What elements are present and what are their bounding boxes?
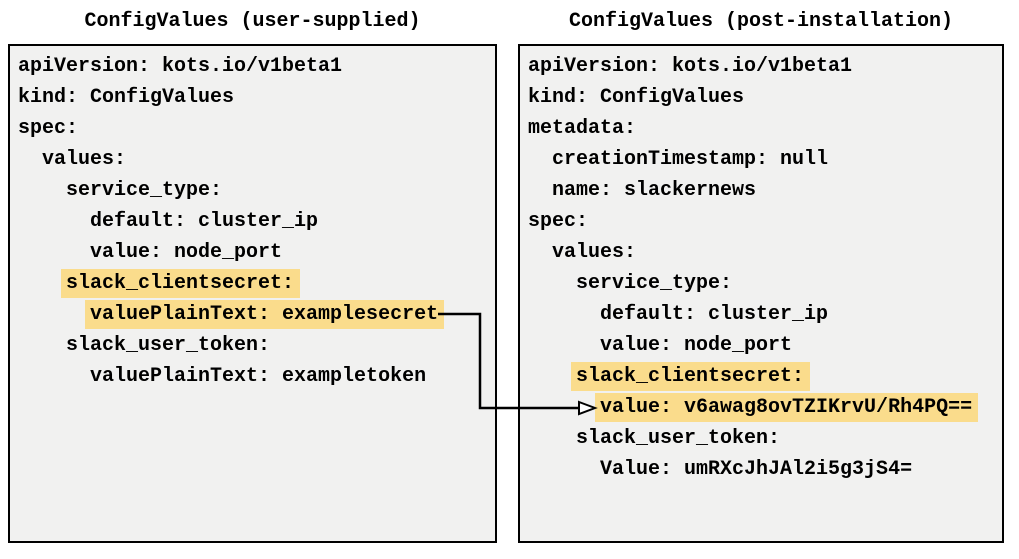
yaml-text: kind: ConfigValues [18, 86, 235, 109]
yaml-text: spec: [18, 117, 79, 140]
yaml-line: Value: umRXcJhJAl2i5g3jS4= [528, 454, 994, 485]
yaml-indent [528, 458, 600, 481]
yaml-text: values: [42, 148, 127, 171]
yaml-text: apiVersion: kots.io/v1beta1 [528, 55, 853, 78]
yaml-line: kind: ConfigValues [528, 82, 994, 113]
yaml-text: valuePlainText: exampletoken [90, 365, 427, 388]
yaml-text: creationTimestamp: null [552, 148, 829, 171]
yaml-text: slack_user_token: [576, 427, 781, 450]
yaml-indent [18, 334, 66, 357]
yaml-line: slack_user_token: [528, 423, 994, 454]
yaml-line-highlighted: valuePlainText: examplesecret [18, 299, 487, 330]
yaml-line-highlighted: value: v6awag8ovTZIKrvU/Rh4PQ== [528, 392, 994, 423]
yaml-line: value: node_port [528, 330, 994, 361]
right-panel-title: ConfigValues (post-installation) [568, 10, 954, 33]
yaml-text-highlight: slack_clientsecret: [571, 362, 811, 391]
yaml-text: default: cluster_ip [90, 210, 319, 233]
yaml-line: default: cluster_ip [528, 299, 994, 330]
yaml-line: values: [18, 144, 487, 175]
yaml-text: values: [552, 241, 637, 264]
yaml-indent [528, 396, 600, 419]
yaml-text: Value: umRXcJhJAl2i5g3jS4= [600, 458, 913, 481]
yaml-text-highlight: valuePlainText: examplesecret [85, 300, 445, 329]
yaml-indent [18, 365, 90, 388]
yaml-line: metadata: [528, 113, 994, 144]
yaml-line: value: node_port [18, 237, 487, 268]
yaml-text: name: slackernews [552, 179, 757, 202]
yaml-line-highlighted: slack_clientsecret: [528, 361, 994, 392]
yaml-indent [18, 303, 90, 326]
yaml-line: creationTimestamp: null [528, 144, 994, 175]
yaml-indent [18, 210, 90, 233]
yaml-line: default: cluster_ip [18, 206, 487, 237]
yaml-text-highlight: value: v6awag8ovTZIKrvU/Rh4PQ== [595, 393, 979, 422]
left-panel-title: ConfigValues (user-supplied) [84, 10, 421, 33]
yaml-indent [528, 427, 576, 450]
yaml-line: spec: [18, 113, 487, 144]
yaml-indent [18, 179, 66, 202]
right-panel: apiVersion: kots.io/v1beta1 kind: Config… [518, 44, 1004, 543]
yaml-indent [18, 148, 42, 171]
yaml-text: default: cluster_ip [600, 303, 829, 326]
yaml-text: service_type: [576, 272, 733, 295]
yaml-text: value: node_port [90, 241, 283, 264]
yaml-line: apiVersion: kots.io/v1beta1 [528, 51, 994, 82]
yaml-indent [18, 241, 90, 264]
yaml-indent [528, 241, 552, 264]
yaml-line-highlighted: slack_clientsecret: [18, 268, 487, 299]
yaml-indent [18, 272, 66, 295]
yaml-indent [528, 303, 600, 326]
yaml-text: kind: ConfigValues [528, 86, 745, 109]
left-panel: apiVersion: kots.io/v1beta1 kind: Config… [8, 44, 497, 543]
yaml-line: spec: [528, 206, 994, 237]
yaml-text: slack_user_token: [66, 334, 271, 357]
yaml-text: service_type: [66, 179, 223, 202]
yaml-indent [528, 334, 600, 357]
yaml-indent [528, 148, 552, 171]
yaml-text: apiVersion: kots.io/v1beta1 [18, 55, 343, 78]
yaml-line: valuePlainText: exampletoken [18, 361, 487, 392]
yaml-text: spec: [528, 210, 589, 233]
yaml-line: slack_user_token: [18, 330, 487, 361]
yaml-line: apiVersion: kots.io/v1beta1 [18, 51, 487, 82]
yaml-text-highlight: slack_clientsecret: [61, 269, 301, 298]
yaml-line: service_type: [18, 175, 487, 206]
yaml-indent [528, 272, 576, 295]
yaml-text: metadata: [528, 117, 637, 140]
yaml-indent [528, 179, 552, 202]
yaml-line: service_type: [528, 268, 994, 299]
yaml-indent [528, 365, 576, 388]
yaml-text: value: node_port [600, 334, 793, 357]
yaml-line: values: [528, 237, 994, 268]
yaml-line: kind: ConfigValues [18, 82, 487, 113]
yaml-line: name: slackernews [528, 175, 994, 206]
